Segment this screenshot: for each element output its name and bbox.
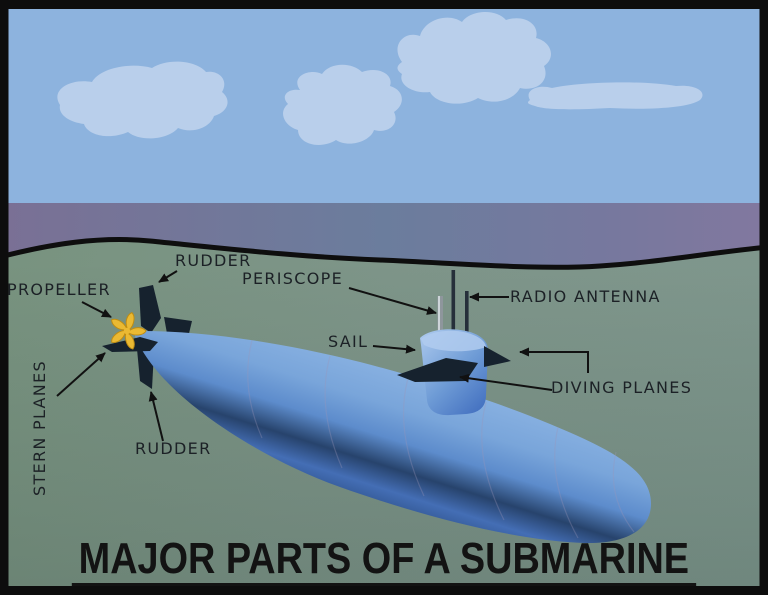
masts	[437, 270, 469, 348]
label-radio-antenna: RADIO ANTENNA	[510, 287, 661, 306]
waterline-curve	[0, 237, 768, 270]
cloud-icon	[397, 11, 551, 104]
diving-planes-arrow-elbow	[519, 347, 589, 373]
diving-planes-arrow-lower	[459, 373, 553, 391]
upper-rudder-fin	[139, 285, 161, 333]
label-rudder-bottom: RUDDER	[135, 439, 212, 458]
propeller-arrow	[81, 301, 112, 318]
diagram-title: MAJOR PARTS OF A SUBMARINE	[71, 537, 697, 586]
water-surface-band	[0, 203, 768, 268]
label-sail: SAIL	[328, 332, 369, 351]
submarine	[102, 270, 652, 544]
label-periscope: PERISCOPE	[242, 269, 343, 288]
radio-antenna-mast	[451, 270, 456, 342]
diving-plane-left	[397, 358, 478, 382]
rudder-top-arrow	[158, 270, 178, 283]
cloud-icon	[57, 61, 228, 139]
label-rudder-top: RUDDER	[175, 251, 252, 270]
diving-planes-fins	[397, 346, 511, 382]
clouds	[57, 11, 703, 145]
cloud-icon	[283, 64, 402, 145]
diving-plane-right	[484, 346, 511, 367]
periscope-mast	[437, 296, 443, 338]
annotation-arrows	[56, 270, 589, 442]
diagram-title-row: MAJOR PARTS OF A SUBMARINE	[0, 537, 768, 586]
label-stern-planes: STERN PLANES	[30, 360, 49, 496]
propeller-icon	[111, 312, 147, 350]
hull-seams	[247, 339, 635, 539]
stern-planes-arrow	[56, 352, 106, 397]
sail-arrow	[372, 344, 416, 354]
periscope-arrow	[348, 287, 437, 315]
radio-antenna-mast-2	[465, 291, 469, 348]
label-diving-planes: DIVING PLANES	[551, 378, 693, 397]
label-propeller: PROPELLER	[7, 280, 111, 299]
hull	[133, 330, 652, 544]
rudder-bottom-arrow	[148, 391, 164, 442]
cloud-icon	[527, 82, 703, 110]
